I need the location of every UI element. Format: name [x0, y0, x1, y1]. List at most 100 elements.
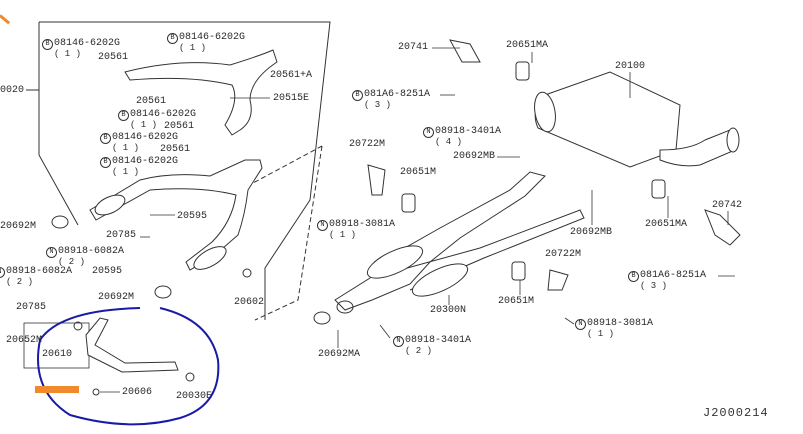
gasket-20692m-a	[51, 215, 69, 229]
nut-symbol-icon: N	[0, 267, 5, 278]
part-label[interactable]: 20722M	[545, 249, 582, 260]
quantity: ( 1 )	[112, 167, 140, 177]
quantity: ( 1 )	[587, 329, 615, 339]
nut-symbol-icon: N	[317, 220, 328, 231]
part-number: 08146-6202G	[179, 32, 246, 43]
gasket-20692ma	[313, 311, 331, 325]
part-number: 08918-3081A	[329, 219, 396, 230]
part-number: 081A6-8251A	[364, 89, 431, 100]
part-label[interactable]: 20561	[164, 121, 195, 132]
part-label[interactable]: 20785	[106, 230, 137, 241]
part-label[interactable]: 20651M	[400, 167, 437, 178]
part-number: 08918-3401A	[435, 126, 502, 137]
quantity: ( 3 )	[364, 100, 392, 110]
hanger-20651m-b	[511, 261, 526, 281]
part-label[interactable]: 20742	[712, 200, 743, 211]
quantity: ( 1 )	[179, 43, 207, 53]
part-label[interactable]: 20561	[160, 144, 191, 155]
part-number: 08146-6202G	[112, 132, 179, 143]
part-label[interactable]: 20785	[16, 302, 47, 313]
quantity: ( 1 )	[112, 143, 140, 153]
part-label[interactable]: 20651M	[498, 296, 535, 307]
part-number: 08918-6082A	[58, 246, 125, 257]
part-label[interactable]: 20030E	[176, 391, 213, 402]
gasket-20692m-b	[154, 285, 172, 299]
bracket-20722m-a	[367, 164, 386, 196]
quantity: ( 2 )	[405, 346, 433, 356]
nut-20030e	[185, 372, 195, 382]
front-heat-shield	[124, 49, 278, 136]
bolt-symbol-icon: B	[100, 133, 111, 144]
part-label[interactable]: 20602	[234, 297, 265, 308]
part-label[interactable]: 20651MA	[645, 219, 688, 230]
diagram-code: J2000214	[703, 406, 769, 420]
rubber-20610	[73, 321, 83, 331]
part-label[interactable]: 20610	[42, 349, 73, 360]
quantity: ( 3 )	[640, 281, 668, 291]
hanger-20651ma-a	[515, 61, 530, 81]
quantity: ( 1 )	[130, 120, 158, 130]
muffler-end	[534, 91, 556, 133]
part-label[interactable]: 20692MB	[453, 151, 496, 162]
part-label[interactable]: 20561+A	[270, 70, 313, 81]
bracket-20741	[449, 39, 481, 63]
part-label[interactable]: 20692MB	[570, 227, 613, 238]
bracket-20742	[704, 209, 741, 246]
bolt-symbol-icon: B	[118, 110, 129, 121]
part-label[interactable]: 20692M	[98, 292, 135, 303]
part-label[interactable]: 20100	[615, 61, 646, 72]
part-label[interactable]: 20595	[177, 211, 208, 222]
hanger-20651m-a	[401, 193, 416, 213]
part-label[interactable]: 20595	[92, 266, 123, 277]
front-cat-right	[193, 246, 227, 270]
annotation-circle	[37, 307, 220, 426]
part-number: 081A6-8251A	[640, 270, 707, 281]
part-number: 08146-6202G	[112, 156, 179, 167]
part-label[interactable]: 20561	[98, 52, 129, 63]
part-label[interactable]: 20692MA	[318, 349, 361, 360]
part-label[interactable]: 20515E	[273, 93, 310, 104]
hanger-20651ma-b	[651, 179, 666, 199]
muffler-20100	[534, 71, 681, 168]
part-label[interactable]: 20692M	[0, 221, 37, 232]
bolt-20606	[92, 388, 100, 396]
dashed-frame	[239, 145, 323, 321]
front-cat-left	[94, 194, 126, 216]
tailpipe-tip	[726, 127, 740, 153]
part-label[interactable]: 20561	[136, 96, 167, 107]
leader-lines	[100, 47, 735, 393]
quantity: ( 1 )	[329, 230, 357, 240]
part-label[interactable]: 20722M	[349, 139, 386, 150]
part-label[interactable]: 20652M	[6, 335, 43, 346]
nut-20602	[242, 268, 252, 278]
part-label[interactable]: 20741	[398, 42, 429, 53]
part-label[interactable]: 20651MA	[506, 40, 549, 51]
center-resonator-a	[366, 245, 424, 279]
quantity: ( 2 )	[6, 277, 34, 287]
part-number: 08146-6202G	[130, 109, 197, 120]
bolt-symbol-icon: B	[352, 90, 363, 101]
part-label[interactable]: 20300N	[430, 305, 467, 316]
front-tube-frame	[38, 21, 331, 320]
part-label[interactable]: 20606	[122, 387, 153, 398]
gasket-center	[336, 300, 354, 314]
part-label[interactable]: 0020	[0, 85, 25, 96]
nut-symbol-icon: N	[423, 127, 434, 138]
nut-symbol-icon: N	[46, 247, 57, 258]
nut-symbol-icon: N	[393, 336, 404, 347]
